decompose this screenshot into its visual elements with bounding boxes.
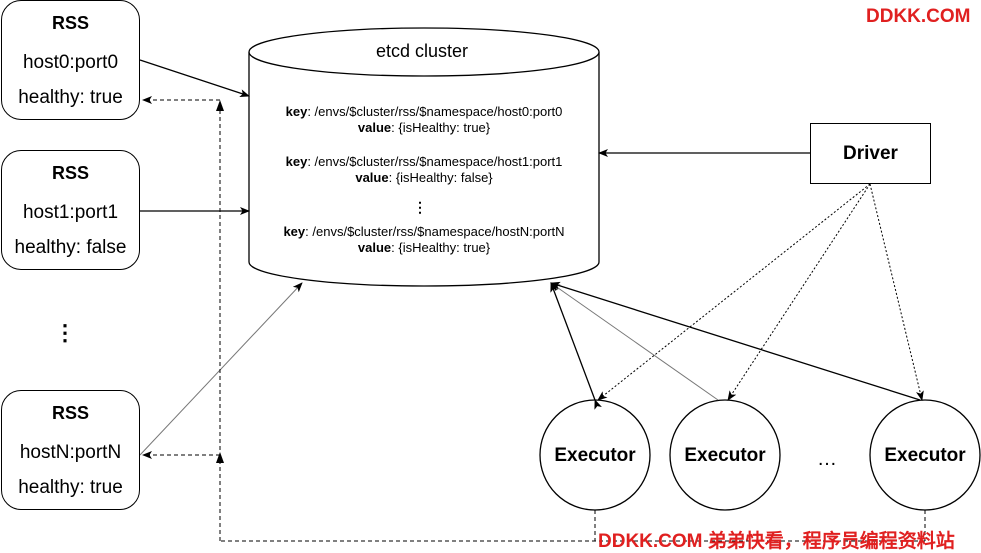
rss-title: RSS <box>51 403 89 423</box>
arrow-driver-to-executor3 <box>869 183 924 401</box>
driver-label: Driver <box>843 142 898 164</box>
watermark-bottom: DDKK.COM 弟弟快看，程序员编程资料站 <box>598 531 955 552</box>
key-path: : /envs/$cluster/rss/$namespace/hostN:po… <box>305 224 565 239</box>
executor-label-3: Executor <box>884 445 966 466</box>
etcd-cylinder <box>248 27 600 287</box>
arrow-driver-to-executor2 <box>727 183 871 401</box>
rss-node-n: RSS hostN:portN healthy: true <box>1 390 140 510</box>
value-text: : {isHealthy: false} <box>388 169 493 185</box>
etcd-entry-1: key: /envs/$cluster/rss/$namespace/host1… <box>244 154 604 185</box>
executor-label-1: Executor <box>554 445 636 466</box>
executor-circle-2 <box>669 399 781 511</box>
key-label: key <box>285 154 308 169</box>
executor-ellipsis: … <box>817 448 837 470</box>
health-feedback-path <box>142 96 926 542</box>
etcd-title: etcd cluster <box>376 41 469 61</box>
line-executor2-etcd <box>550 282 719 401</box>
rss-host: hostN:portN <box>19 442 122 463</box>
driver-node: Driver <box>810 123 931 184</box>
etcd-entry-n: key: /envs/$cluster/rss/$namespace/hostN… <box>244 224 604 255</box>
key-path: : /envs/$cluster/rss/$namespace/host1:po… <box>307 154 563 169</box>
line-executor3-etcd <box>550 281 921 401</box>
arrow-rss0-to-etcd <box>139 59 250 97</box>
watermark-top: DDKK.COM <box>866 6 971 27</box>
etcd-ellipsis: ⋮ <box>413 199 427 215</box>
rss-node-1: RSS host1:port1 healthy: false <box>1 150 140 270</box>
value-label: value <box>355 169 389 185</box>
rss-host: host1:port1 <box>22 202 119 223</box>
rss-title: RSS <box>51 13 89 33</box>
value-label: value <box>357 239 392 255</box>
executor-label-2: Executor <box>684 445 766 466</box>
rss-health: healthy: true <box>18 87 123 108</box>
key-label: key <box>283 224 306 239</box>
etcd-entry-0: key: /envs/$cluster/rss/$namespace/host0… <box>244 104 604 135</box>
rss-host: host0:port0 <box>22 52 119 73</box>
value-text: : {isHealthy: true} <box>391 239 491 255</box>
feedback-arrowhead-top <box>216 100 224 111</box>
rss-ellipsis: ⋮ <box>54 320 76 345</box>
key-label: key <box>285 104 308 119</box>
rss-health: healthy: false <box>14 237 127 258</box>
arrow-rssN-to-etcd <box>139 282 303 456</box>
value-label: value <box>357 119 392 135</box>
rss-node-0: RSS host0:port0 healthy: true <box>1 0 140 120</box>
value-text: : {isHealthy: true} <box>391 119 491 135</box>
rss-title: RSS <box>51 163 89 183</box>
rss-health: healthy: true <box>18 477 123 498</box>
arrow-executor1-etcd <box>550 282 602 410</box>
feedback-arrowhead <box>216 452 224 463</box>
key-path: : /envs/$cluster/rss/$namespace/host0:po… <box>307 104 563 119</box>
arrow-driver-to-executor1 <box>597 183 871 401</box>
